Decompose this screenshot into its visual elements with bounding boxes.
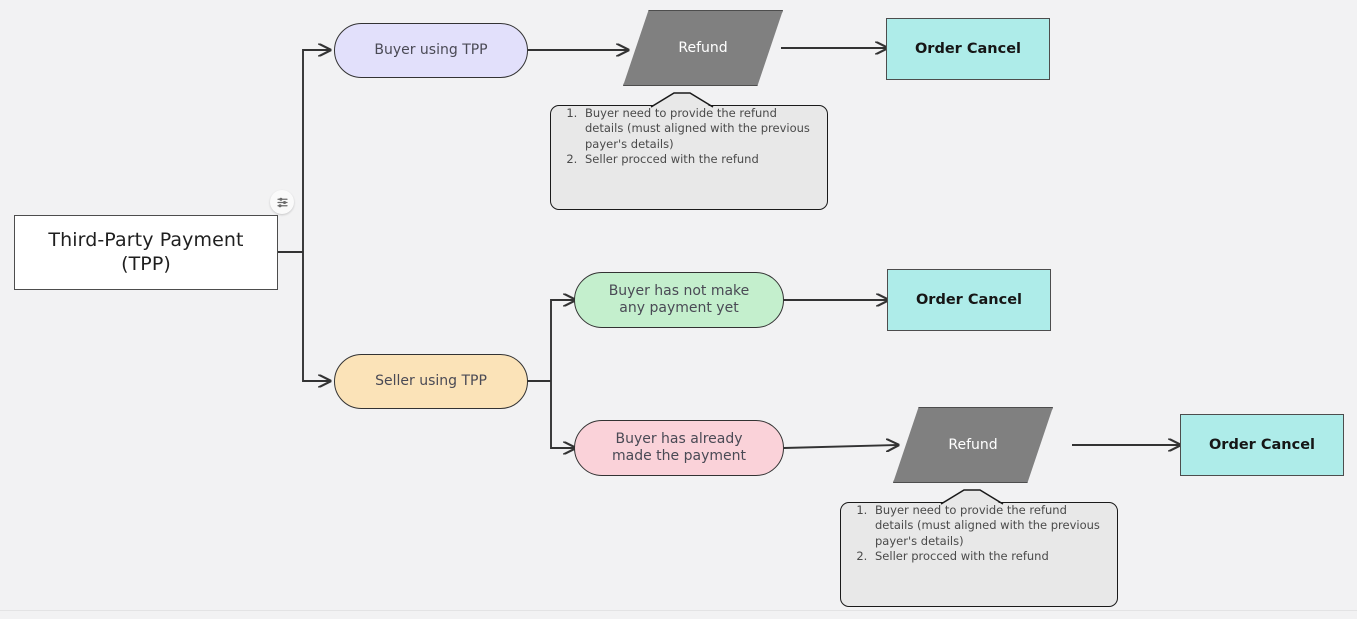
node-refund-bottom[interactable]: Refund	[893, 407, 1053, 483]
order-cancel-2-label: Order Cancel	[915, 291, 1023, 308]
note-refund-steps-bottom: Buyer need to provide the refund details…	[840, 489, 1118, 607]
canvas-bottom-divider	[0, 610, 1357, 611]
node-seller-using-tpp[interactable]: Seller using TPP	[334, 354, 528, 409]
node-order-cancel-3[interactable]: Order Cancel	[1180, 414, 1344, 476]
tpp-title-line1: Third-Party Payment	[48, 228, 244, 251]
node-already-paid[interactable]: Buyer has already made the payment	[574, 420, 784, 476]
note-refund-steps-top: Buyer need to provide the refund details…	[550, 92, 828, 210]
node-buyer-using-tpp[interactable]: Buyer using TPP	[334, 23, 528, 78]
order-cancel-3-label: Order Cancel	[1208, 436, 1316, 453]
note-bottom-list: Buyer need to provide the refund details…	[841, 503, 1117, 564]
buyer-using-tpp-label: Buyer using TPP	[374, 41, 488, 58]
edge-tpp-to-seller	[302, 252, 330, 381]
note-bottom-item-1: Buyer need to provide the refund details…	[871, 503, 1107, 549]
node-refund-top[interactable]: Refund	[623, 10, 783, 86]
note-tail-outline-bottom	[940, 489, 1004, 505]
seller-using-tpp-label: Seller using TPP	[375, 372, 487, 389]
note-top-item-1: Buyer need to provide the refund details…	[581, 106, 817, 152]
already-paid-line2: made the payment	[612, 448, 746, 464]
edge-tpp-to-buyer	[302, 50, 330, 252]
node-order-cancel-2[interactable]: Order Cancel	[887, 269, 1051, 331]
no-payment-line2: any payment yet	[619, 300, 739, 316]
note-bottom-item-2: Seller procced with the refund	[871, 549, 1107, 564]
node-order-cancel-1[interactable]: Order Cancel	[886, 18, 1050, 80]
refund-top-label: Refund	[678, 40, 728, 56]
already-paid-line1: Buyer has already	[615, 430, 743, 447]
edge-seller-to-nopay	[550, 300, 575, 381]
node-no-payment-yet[interactable]: Buyer has not make any payment yet	[574, 272, 784, 328]
refund-bottom-shape	[893, 407, 1053, 483]
refund-bottom-label: Refund	[948, 437, 998, 453]
no-payment-line1: Buyer has not make	[608, 282, 750, 299]
note-top-item-2: Seller procced with the refund	[581, 152, 817, 167]
tpp-title-line2: (TPP)	[121, 252, 171, 275]
settings-sliders-icon[interactable]	[270, 190, 294, 214]
node-third-party-payment[interactable]: Third-Party Payment (TPP)	[14, 215, 278, 290]
edge-paid-to-refund	[783, 445, 898, 448]
note-tail-outline-top	[650, 92, 714, 108]
order-cancel-1-label: Order Cancel	[914, 40, 1022, 57]
note-top-list: Buyer need to provide the refund details…	[551, 106, 827, 167]
edge-seller-to-paid	[550, 381, 575, 448]
